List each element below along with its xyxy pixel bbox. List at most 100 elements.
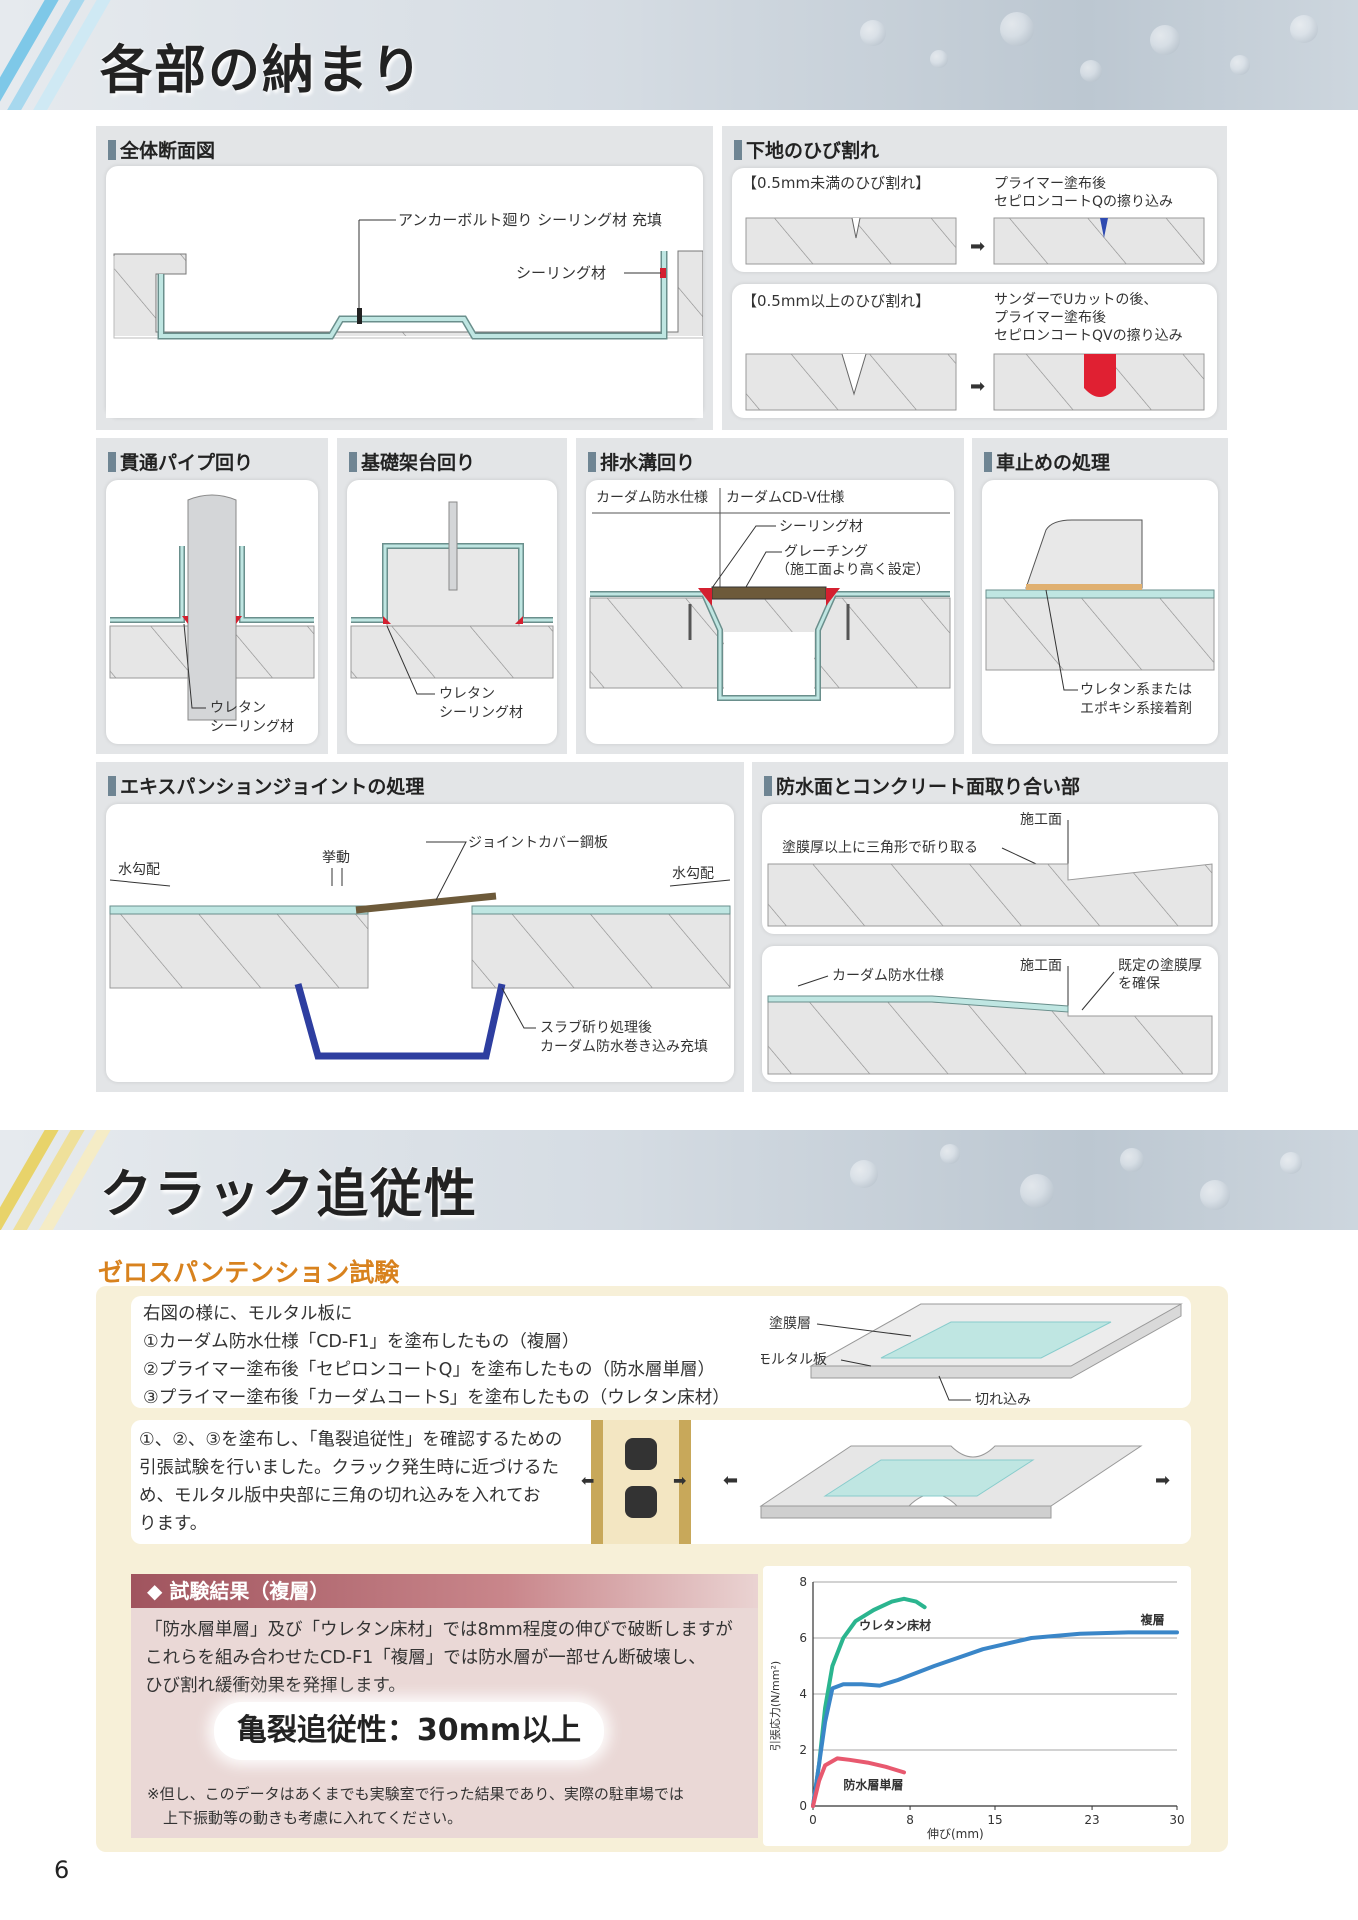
leader-line [435, 841, 467, 901]
junction-top-card: 施工面 塗膜厚以上に三角形で斫り取る [762, 804, 1218, 934]
label-mortar: モルタル板 [761, 1352, 827, 1368]
water-drop [1150, 25, 1180, 55]
water-drop [1000, 12, 1034, 46]
spec-left: カーダム防水仕様 [596, 490, 708, 506]
jig-clamp-top [625, 1438, 657, 1470]
slab [767, 863, 1213, 927]
label-sealing: シーリング材 [779, 519, 863, 535]
crack-small-card: 【0.5mm未満のひび割れ】 プライマー塗布後 セピロンコートQの擦り込み ➡ [732, 168, 1217, 272]
panel-title: 下地のひび割れ [734, 136, 879, 163]
leader-line [797, 975, 829, 987]
u-cut-filled [1084, 354, 1116, 397]
panel-title: 車止めの処理 [984, 448, 1110, 475]
water-drop [1280, 1152, 1302, 1174]
pipe [187, 494, 237, 721]
junction-bottom-card: カーダム防水仕様 施工面 既定の塗膜厚 を確保 [762, 946, 1218, 1082]
result-note: ※但し、このデータはあくまでも実験室で行った結果であり、実際の駐車場では 上下振… [147, 1785, 684, 1827]
label-thickness-2: を確保 [1118, 976, 1160, 992]
title-marker [764, 775, 772, 796]
leader-line [386, 625, 435, 695]
x-tick-label: 0 [809, 1813, 817, 1827]
panel-title: 全体断面図 [108, 136, 215, 163]
series-label: 防水層単層 [843, 1777, 903, 1792]
water-drop [1020, 1174, 1054, 1208]
chart-x-label: 伸び(mm) [927, 1827, 984, 1841]
leader-line [816, 1323, 912, 1337]
crack-follow-highlight: 亀裂追従性：30mm以上 [214, 1702, 604, 1760]
panel-drain: 排水溝回り カーダム防水仕様 カーダムCD-V仕様 シーリング材 グレーチング … [576, 438, 964, 754]
diagram-card: ウレタン系または エポキシ系接着剤 [982, 480, 1218, 744]
y-tick-label: 0 [799, 1799, 807, 1813]
arrow-right-icon: ➡ [673, 1471, 686, 1490]
water-drop [1120, 1148, 1144, 1172]
label-slab-2: カーダム防水巻き込み充填 [540, 1039, 708, 1055]
arrow-left-icon: ⬅ [581, 1471, 594, 1490]
leader-line [183, 623, 206, 709]
section-title: クラック追従性 [100, 1164, 479, 1225]
title-marker [734, 139, 742, 160]
waterproof-layer [471, 905, 731, 915]
label-grating: グレーチング [784, 544, 868, 560]
water-drop [1200, 1180, 1230, 1210]
crack-thin [851, 217, 861, 239]
series-line [811, 1756, 906, 1808]
title-marker [984, 451, 992, 472]
label-sealing: シーリング材 [516, 264, 606, 282]
result-title: ◆ 試験結果（複層） [131, 1574, 758, 1608]
specimen-side [760, 1505, 1052, 1519]
title-marker [108, 451, 116, 472]
crack-large-note-3: セピロンコートQVの擦り込み [994, 327, 1183, 344]
water-drop [860, 20, 886, 46]
coating-layer [880, 1321, 1112, 1359]
joint-cover-plate [355, 892, 497, 914]
filled-crack [1100, 218, 1108, 238]
description-card: ①、②、③を塗布し、「亀裂追従性」を確認するための 引張試験を行いました。クラッ… [131, 1420, 1191, 1544]
water-drop [850, 1160, 878, 1188]
x-tick-label: 15 [987, 1813, 1002, 1827]
leader-line [501, 987, 536, 1029]
label-notch: 切れ込み [975, 1392, 1031, 1408]
leader-line [840, 1359, 872, 1367]
test-heading: ゼロスパンテンション試験 [98, 1258, 400, 1287]
anchor-post [448, 501, 458, 591]
panel-expansion-joint: エキスパンションジョイントの処理 水勾配 水勾配 挙動 ジョイントカバー鋼板 ス… [96, 762, 744, 1092]
waterproof-layer [109, 905, 369, 915]
slope-line [109, 879, 171, 887]
y-tick-label: 8 [799, 1575, 807, 1589]
slab [767, 1001, 1213, 1075]
series-line [811, 1630, 1179, 1808]
label-triangle-note: 塗膜厚以上に三角形で斫り取る [782, 839, 978, 856]
water-drop [1290, 15, 1318, 43]
panel-base-crack: 下地のひび割れ 【0.5mm未満のひび割れ】 プライマー塗布後 セピロンコートQ… [722, 126, 1227, 430]
waterproof-layer-fill [110, 546, 314, 622]
water-drop [1230, 55, 1250, 75]
panel-title: 貫通パイプ回り [108, 448, 253, 475]
specimen-diagram: 塗膜層 モルタル板 切れ込み [761, 1303, 1183, 1408]
diagram-card: ウレタン シーリング材 [347, 480, 557, 744]
label-urethane: ウレタン [210, 700, 266, 716]
adhesive [1026, 584, 1142, 590]
description-text: ①、②、③を塗布し、「亀裂追従性」を確認するための 引張試験を行いました。クラッ… [139, 1430, 563, 1534]
junction-bottom-diagram: カーダム防水仕様 施工面 既定の塗膜厚 を確保 [767, 957, 1213, 1075]
label-spec: カーダム防水仕様 [832, 968, 944, 984]
concrete-after [993, 217, 1205, 265]
series-label: ウレタン床材 [859, 1618, 931, 1633]
label-movement: 挙動 [322, 850, 350, 866]
crack-small-note-2: セピロンコートQの擦り込み [994, 193, 1173, 210]
water-drop [930, 50, 948, 68]
crack-wide [841, 353, 867, 396]
section-header-band: 各部の納まり [0, 0, 1358, 110]
drain-channel [724, 632, 814, 694]
label-sealing: シーリング材 [439, 705, 523, 721]
crack-small-note-1: プライマー塗布後 [994, 175, 1106, 192]
expansion-joint-diagram: 水勾配 水勾配 挙動 ジョイントカバー鋼板 スラブ斫り処理後 カーダム防水巻き込… [109, 835, 731, 1060]
panel-title: 防水面とコンクリート面取り合い部 [764, 772, 1080, 799]
x-tick-label: 30 [1169, 1813, 1184, 1827]
car-stop-diagram: ウレタン系または エポキシ系接着剤 [985, 519, 1215, 717]
panel-car-stop: 車止めの処理 ウレタン系または エポキシ系接着剤 [972, 438, 1228, 754]
concrete-before [745, 217, 957, 265]
label-slope-right: 水勾配 [672, 866, 714, 882]
arrow-right-icon: ➡ [1155, 1470, 1170, 1491]
